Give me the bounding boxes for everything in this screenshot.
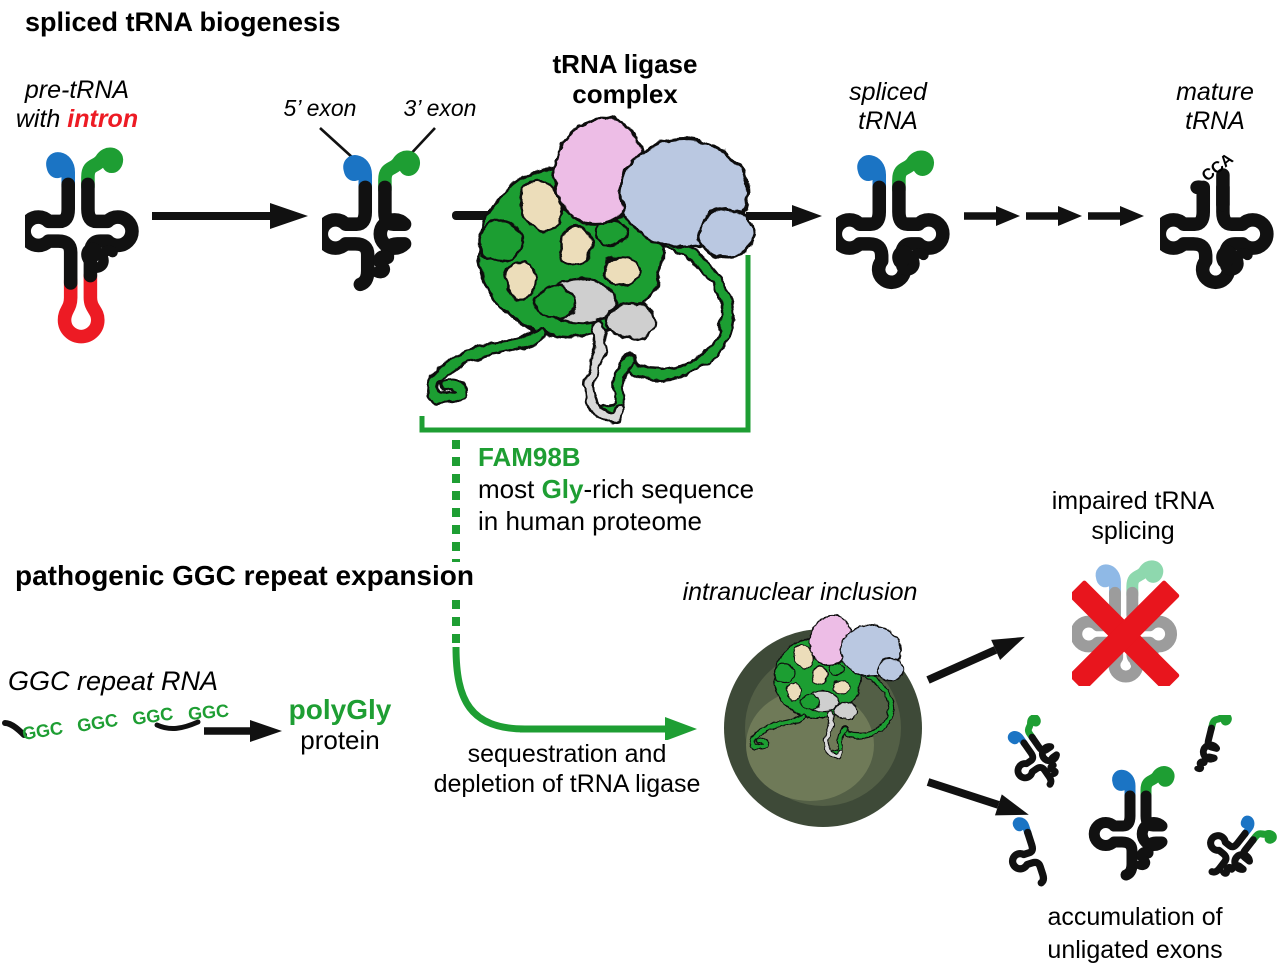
spliced-trna-label-line1: spliced xyxy=(849,78,927,106)
accumulation-label-line1: accumulation of xyxy=(1047,903,1223,931)
dash-to-complex xyxy=(452,211,504,220)
fam98b-desc-line2: in human proteome xyxy=(478,506,703,536)
accumulation-label: accumulation of unligated exons xyxy=(1047,901,1222,967)
spliced-trna-label: spliced tRNA xyxy=(849,78,927,136)
pre-trna-label-line2: with intron xyxy=(15,105,139,133)
ligase-complex-label-line2: complex xyxy=(572,79,678,109)
impaired-splicing-label: impaired tRNA splicing xyxy=(1052,486,1215,546)
ligase-complex-label-line1: tRNA ligase xyxy=(552,49,698,79)
impaired-splicing-label-line2: splicing xyxy=(1091,517,1175,545)
polygly-word: polyGly xyxy=(288,694,392,725)
impaired-splicing-label-line1: impaired tRNA xyxy=(1051,487,1215,515)
red-x-icon xyxy=(1072,580,1180,686)
exon3-label: 3’ exon xyxy=(403,95,477,121)
sequestration-green-arrow-icon xyxy=(452,646,697,740)
arrow-to-accumulation-icon xyxy=(926,778,1029,816)
fam98b-desc-line1: most Gly-rich sequence xyxy=(478,474,755,504)
multi-step-arrows-icon xyxy=(964,206,1144,226)
sequestration-label: sequestration and depletion of tRNA liga… xyxy=(434,739,701,799)
impaired-trna-with-x-icon xyxy=(1072,556,1180,686)
polygly-label: polyGly protein xyxy=(289,694,392,754)
sequestration-label-line1: sequestration and xyxy=(467,740,667,768)
spliced-trna-icon xyxy=(836,148,952,293)
gly-word: Gly xyxy=(541,474,584,504)
accumulation-label-line2: unligated exons xyxy=(1047,936,1223,964)
section-title-biogenesis: spliced tRNA biogenesis xyxy=(25,7,341,37)
sequestration-label-line2: depletion of tRNA ligase xyxy=(433,770,701,798)
mature-trna-label-line2: tRNA xyxy=(1185,107,1245,135)
ggc-repeat-rna-label: GGC repeat RNA xyxy=(8,666,219,696)
mature-trna-label-line1: mature xyxy=(1176,78,1254,106)
ligase-complex-label: tRNA ligase complex xyxy=(553,49,698,109)
fam98b-bracket xyxy=(419,255,751,433)
exon5-label: 5’ exon xyxy=(283,95,357,121)
fam98b-dashed-line-upper xyxy=(452,440,460,562)
intranuclear-inclusion-illustration xyxy=(724,605,922,827)
pre-trna-label: pre-tRNA with intron xyxy=(16,76,138,134)
section-title-pathogenic: pathogenic GGC repeat expansion xyxy=(15,560,474,591)
pre-trna-label-line1: pre-tRNA xyxy=(24,76,130,104)
arrow-ggc-to-polygly-icon xyxy=(204,720,282,742)
arrow-complex-to-spliced-icon xyxy=(746,205,822,227)
inclusion-label: intranuclear inclusion xyxy=(682,578,918,606)
intron-word: intron xyxy=(67,105,139,133)
fam98b-dashed-line-lower xyxy=(452,600,460,648)
arrow-pre-to-split-icon xyxy=(152,203,308,229)
fam98b-name: FAM98B xyxy=(478,442,581,472)
arrow-to-impaired-icon xyxy=(926,636,1025,684)
protein-word: protein xyxy=(300,725,380,755)
mature-trna-label: mature tRNA xyxy=(1176,78,1254,136)
fam98b-text-block: FAM98B most Gly-rich sequence in human p… xyxy=(478,441,754,537)
spliced-trna-label-line2: tRNA xyxy=(858,107,918,135)
unligated-exons-cluster-icon xyxy=(995,715,1280,905)
ggc-rna-strand-icon xyxy=(2,719,201,738)
pre-trna-icon xyxy=(25,145,141,352)
